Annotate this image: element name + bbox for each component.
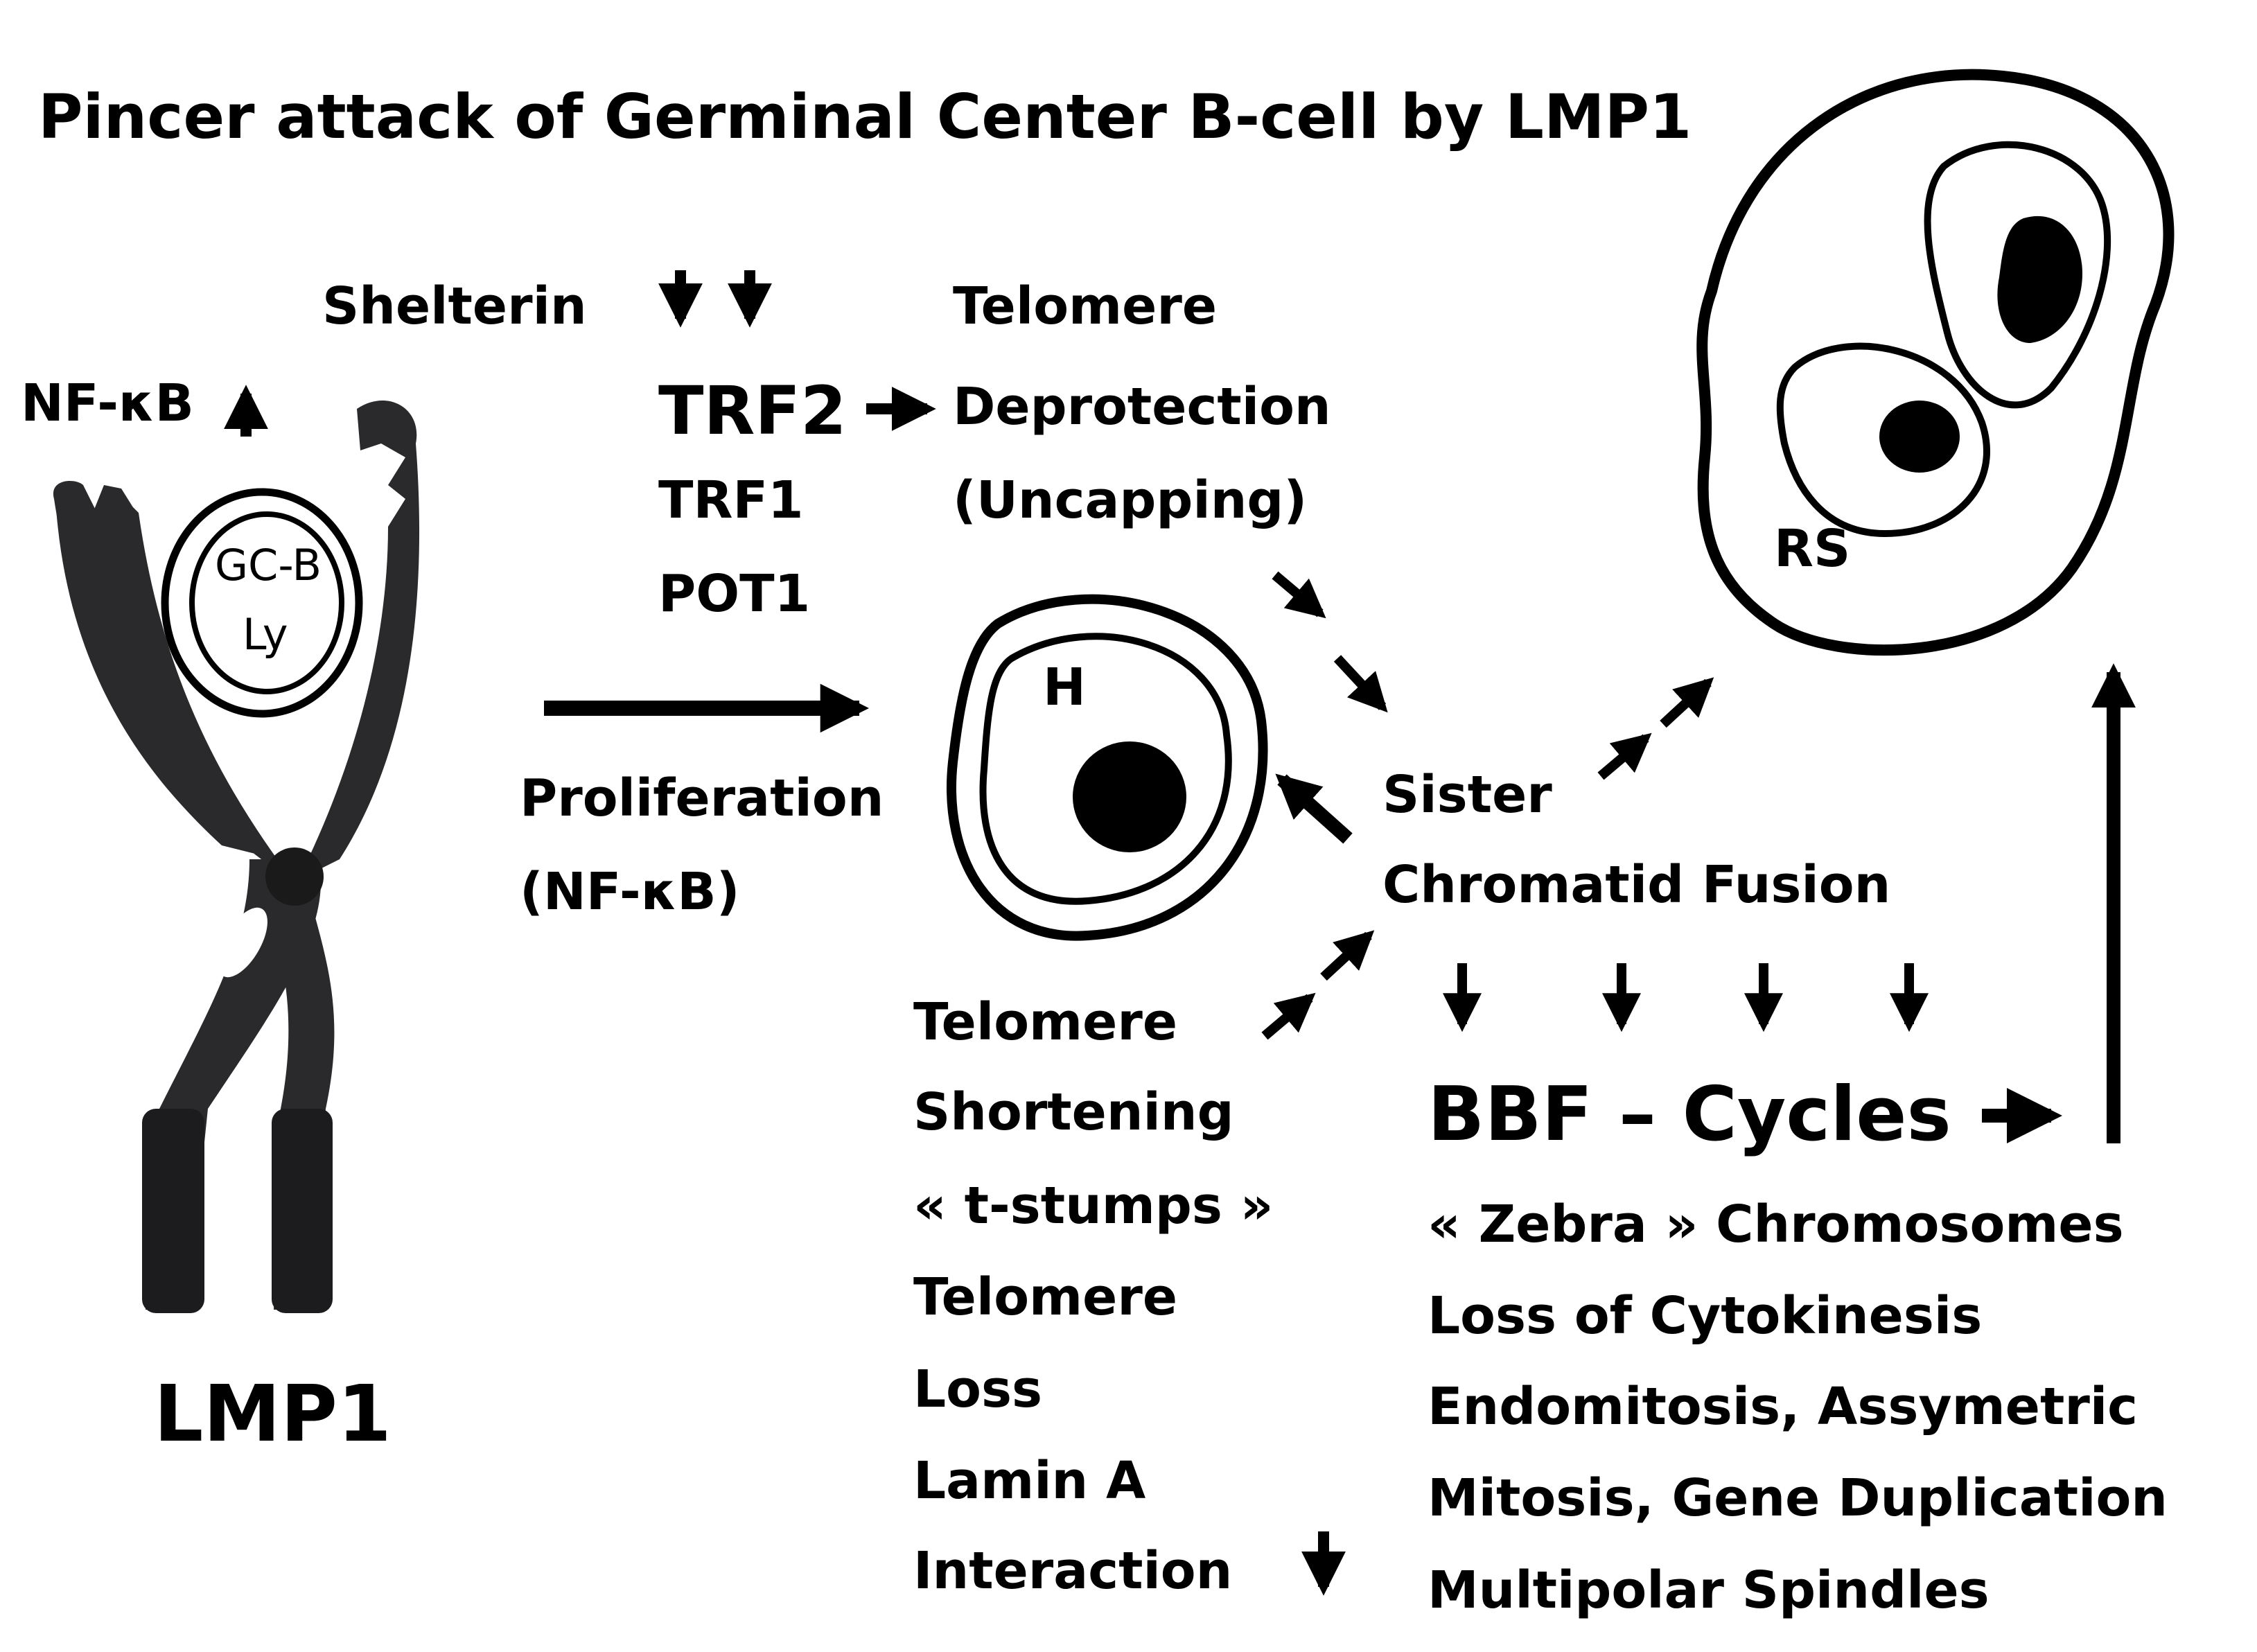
h-cell-label: H: [1043, 658, 1086, 717]
gc-b-cell: [161, 488, 363, 718]
fusion-to-rs-arrow-1: [1597, 732, 1652, 780]
shortening-line-6: Lamin A: [913, 1451, 1146, 1511]
shortening-line-4: Telomere: [913, 1267, 1178, 1327]
diagram-title: Pincer attack of Germinal Center B-cell …: [38, 81, 1692, 152]
shortening-line-3: « t-stumps »: [913, 1176, 1274, 1236]
proliferation-nfkb-label: (NF-κB): [520, 862, 740, 922]
deprotection-arrow-1: [1272, 571, 1326, 619]
consequence-line-5: Multipolar Spindles: [1428, 1561, 1990, 1620]
consequence-line-4: Mitosis, Gene Duplication: [1428, 1468, 2168, 1528]
shortening-arrow-1: [1261, 992, 1316, 1040]
shortening-arrow-2: [1320, 930, 1375, 981]
pot1-label: POT1: [658, 564, 811, 624]
chromatid-fusion-label: Chromatid Fusion: [1382, 855, 1891, 915]
consequence-line-2: Loss of Cytokinesis: [1428, 1286, 1983, 1346]
telomere-label: Telomere: [953, 276, 1218, 336]
h-cell-nucleus: [1073, 741, 1186, 852]
shortening-line-2: Shortening: [913, 1082, 1234, 1142]
rs-nucleus-lower: [1879, 401, 1960, 473]
pincer-tool: [53, 401, 420, 1313]
h-cell: [947, 594, 1268, 941]
shortening-line-7: Interaction: [913, 1541, 1233, 1601]
rs-cell-label: RS: [1774, 519, 1851, 579]
trf2-label: TRF2: [658, 372, 847, 450]
shortening-line-5: Loss: [913, 1360, 1043, 1419]
shortening-line-1: Telomere: [913, 992, 1178, 1052]
sister-label: Sister: [1382, 765, 1552, 825]
nfkb-label: NF-κB: [21, 374, 194, 433]
lmp1-label: LMP1: [154, 1369, 392, 1459]
consequence-line-1: « Zebra » Chromosomes: [1428, 1195, 2124, 1254]
deprotection-label: Deprotection: [953, 377, 1331, 437]
shelterin-label: Shelterin: [322, 276, 587, 336]
ly-label: Ly: [243, 609, 288, 660]
bbf-cycles-label: BBF – Cycles: [1428, 1071, 1951, 1158]
trf1-label: TRF1: [658, 471, 804, 530]
fusion-to-rs-arrow-2: [1660, 677, 1714, 728]
deprotection-arrow-2: [1333, 655, 1388, 713]
proliferation-label: Proliferation: [520, 768, 884, 828]
consequence-line-3: Endomitosis, Assymetric: [1428, 1377, 2139, 1436]
rs-cell: [1696, 69, 2175, 656]
uncapping-label: (Uncapping): [953, 471, 1308, 530]
fusion-to-h-arrow: [1275, 773, 1353, 844]
rs-nucleus-upper: [1997, 216, 2082, 343]
gc-b-label: GC-B: [215, 540, 322, 590]
